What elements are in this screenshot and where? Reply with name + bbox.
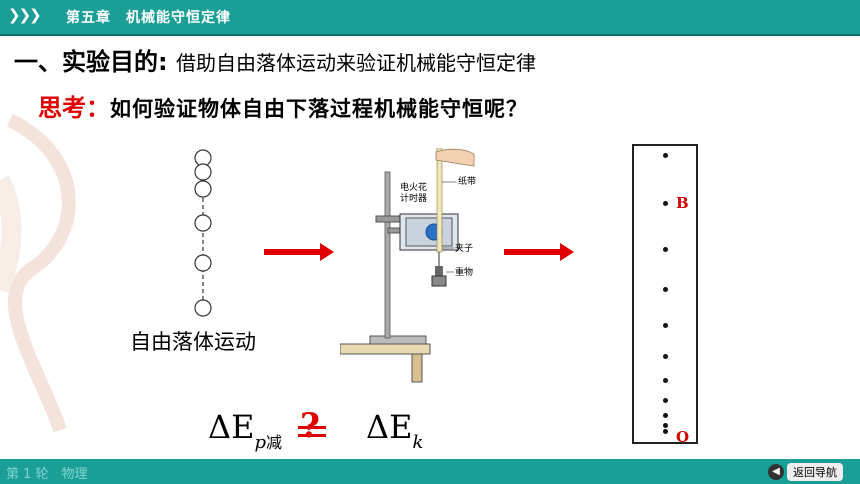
tape-dot xyxy=(663,247,668,252)
tape-dot xyxy=(663,287,668,292)
subscript-k: k xyxy=(412,432,424,453)
tape-dot xyxy=(663,398,668,403)
header-bar: ❯❯❯ 第五章 机械能守恒定律 xyxy=(0,0,860,36)
delta-ep: ΔE xyxy=(208,408,255,446)
timer-label-1: 电火花 xyxy=(400,181,427,193)
chevron-icon: ❯❯❯ xyxy=(8,6,42,24)
falling-ball-diagram xyxy=(194,149,212,317)
tape-dot xyxy=(663,354,668,359)
arrow-right-icon xyxy=(264,243,334,261)
question-label: 思考： xyxy=(38,93,110,122)
formula-right: ΔEk xyxy=(366,408,423,453)
question-mark-symbol: ? xyxy=(298,406,326,446)
footer-left-label: 第 1 轮 物理 xyxy=(6,467,88,482)
arrow-right-icon xyxy=(504,243,574,261)
section-subtitle: 借助自由落体运动来验证机械能守恒定律 xyxy=(175,51,536,75)
free-fall-label: 自由落体运动 xyxy=(130,330,256,354)
tape-mark-o: O xyxy=(676,428,690,446)
equals-bar-top xyxy=(298,426,326,429)
tape-dot xyxy=(663,423,668,428)
chapter-title: 第五章 机械能守恒定律 xyxy=(66,10,231,26)
question-line: 思考：如何验证物体自由下落过程机械能守恒呢？ xyxy=(38,88,528,123)
equals-bar-bottom xyxy=(298,434,326,437)
footer-bar: 第 1 轮 物理 ◀ 返回导航 xyxy=(0,459,860,484)
header-divider xyxy=(0,34,860,36)
apparatus-diagram: 电火花 计时器 纸带 夹子 重物 xyxy=(340,148,476,383)
tape-label: 纸带 xyxy=(458,175,476,187)
tape-dot xyxy=(663,413,668,418)
subscript-p: p xyxy=(254,432,266,453)
tape-dot xyxy=(663,201,668,206)
back-arrow-icon: ◀ xyxy=(768,464,784,480)
timer-label-2: 计时器 xyxy=(400,192,427,204)
delta-ek: ΔE xyxy=(366,408,413,446)
subscript-reduce: 减 xyxy=(266,433,283,452)
tape-dot xyxy=(663,323,668,328)
paper-tape: B O xyxy=(632,144,698,446)
weight-label: 重物 xyxy=(455,266,473,278)
tape-dot xyxy=(663,378,668,383)
formula-left: ΔEp减 xyxy=(208,408,282,453)
decorative-curve xyxy=(0,113,76,433)
clamp-label: 夹子 xyxy=(455,242,473,254)
back-nav-button[interactable]: ◀ 返回导航 xyxy=(768,463,843,481)
section-title: 一、实验目的 xyxy=(14,48,158,76)
tape-dot xyxy=(663,153,668,158)
question-text: 如何验证物体自由下落过程机械能守恒呢？ xyxy=(110,96,528,121)
tape-mark-b: B xyxy=(676,194,689,212)
section-colon: : xyxy=(158,48,168,76)
tape-dot xyxy=(663,429,668,434)
section-heading: 一、实验目的: 借助自由落体运动来验证机械能守恒定律 xyxy=(14,42,536,77)
back-nav-label: 返回导航 xyxy=(787,463,843,481)
